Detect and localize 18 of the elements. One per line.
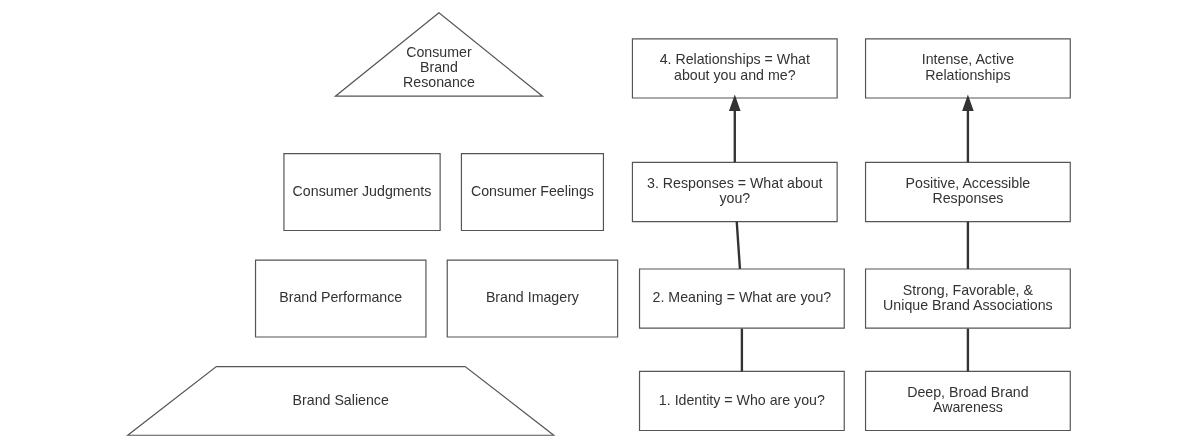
node-box: 1. Identity = Who are you? (638, 370, 845, 432)
node-box: Brand Performance (254, 259, 427, 338)
node-box: Consumer Feelings (460, 153, 604, 232)
node-box: Consumer Judgments (282, 153, 441, 232)
node-box: Deep, Broad Brand Awareness (864, 370, 1071, 432)
node-box: Intense, Active Relationships (864, 38, 1071, 99)
connector (966, 221, 969, 269)
node-box: Brand Imagery (446, 259, 618, 338)
connector (735, 221, 741, 270)
connector (966, 328, 969, 372)
node-box: Strong, Favorable, & Unique Brand Associations (864, 268, 1071, 329)
arrow (728, 94, 741, 163)
node-box: 2. Meaning = What are you? (638, 268, 845, 329)
connector (740, 328, 743, 372)
node-box: Positive, Accessible Responses (864, 161, 1071, 223)
node-box: 3. Responses = What about you? (631, 161, 838, 223)
arrow (961, 94, 974, 163)
node-box: 4. Relationships = What about you and me? (631, 38, 838, 99)
